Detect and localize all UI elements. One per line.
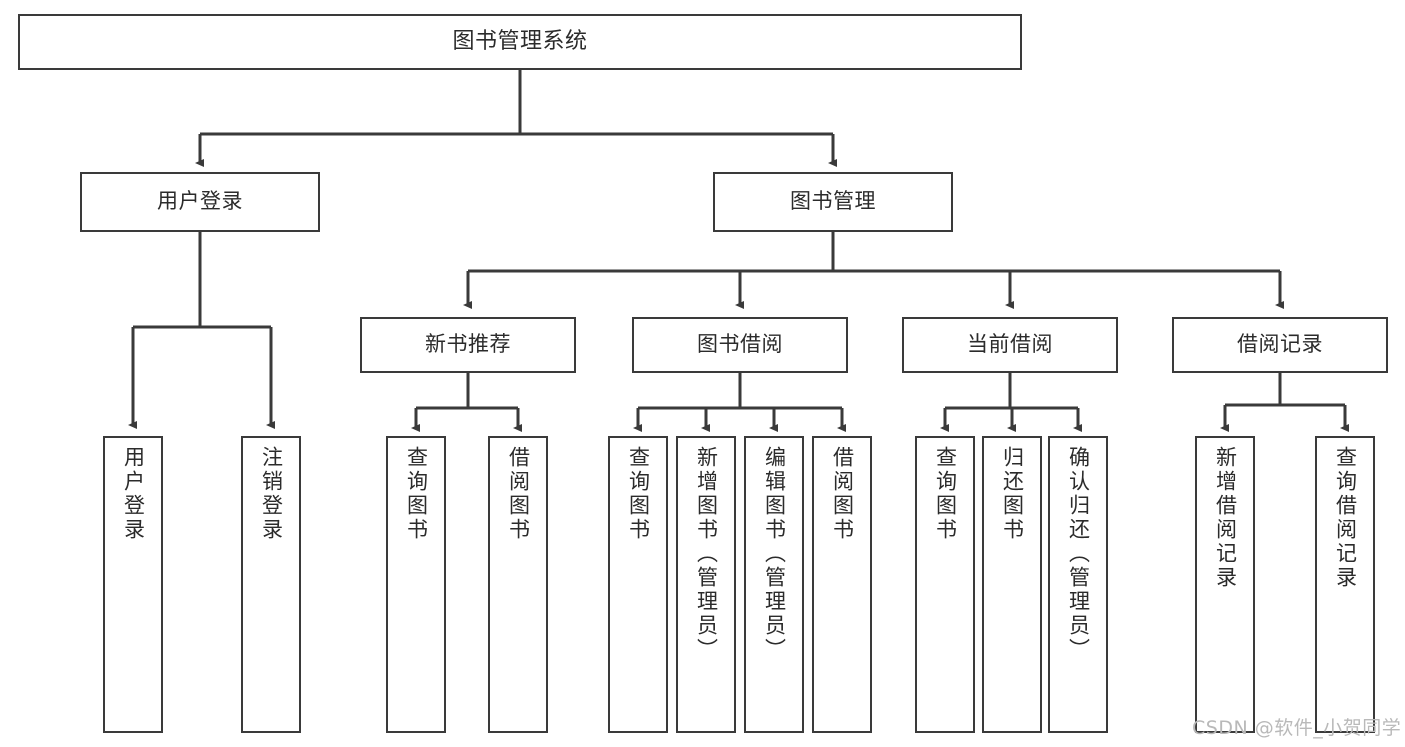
node-user-login[interactable]: 用户登录	[80, 172, 320, 232]
node-book-borrow[interactable]: 图书借阅	[632, 317, 848, 373]
node-current-borrow[interactable]: 当前借阅	[902, 317, 1118, 373]
node-label: 图书管理	[790, 189, 876, 214]
node-leaf-add-book[interactable]: 新增图书（管理员）	[676, 436, 736, 733]
node-book-management[interactable]: 图书管理	[713, 172, 953, 232]
csdn-watermark: CSDN @软件_小贺同学	[1192, 717, 1402, 739]
node-label: 新增借阅记录	[1213, 446, 1238, 590]
node-new-book-recommend[interactable]: 新书推荐	[360, 317, 576, 373]
node-leaf-user-login[interactable]: 用户登录	[103, 436, 163, 733]
node-label: 查询图书	[626, 446, 651, 542]
node-root-system[interactable]: 图书管理系统	[18, 14, 1022, 70]
node-label: 借阅记录	[1237, 332, 1323, 357]
node-label: 新增图书（管理员）	[694, 446, 719, 662]
node-borrow-record[interactable]: 借阅记录	[1172, 317, 1388, 373]
node-leaf-edit-book[interactable]: 编辑图书（管理员）	[744, 436, 804, 733]
node-leaf-confirm-return[interactable]: 确认归还（管理员）	[1048, 436, 1108, 733]
node-leaf-query-book-recommend[interactable]: 查询图书	[386, 436, 446, 733]
node-label: 查询借阅记录	[1333, 446, 1358, 590]
node-label: 借阅图书	[506, 446, 531, 542]
node-label: 用户登录	[121, 446, 146, 542]
node-label: 新书推荐	[425, 332, 511, 357]
node-leaf-query-book-current[interactable]: 查询图书	[915, 436, 975, 733]
node-label: 用户登录	[157, 189, 243, 214]
node-label: 编辑图书（管理员）	[762, 446, 787, 662]
node-label: 查询图书	[933, 446, 958, 542]
node-label: 注销登录	[259, 446, 284, 542]
node-leaf-query-book-borrow[interactable]: 查询图书	[608, 436, 668, 733]
node-leaf-query-borrow-record[interactable]: 查询借阅记录	[1315, 436, 1375, 733]
node-leaf-borrow-book-recommend[interactable]: 借阅图书	[488, 436, 548, 733]
node-label: 当前借阅	[967, 332, 1053, 357]
node-label: 归还图书	[1000, 446, 1025, 542]
node-label: 图书管理系统	[452, 28, 588, 54]
node-label: 确认归还（管理员）	[1066, 446, 1091, 662]
node-leaf-return-book[interactable]: 归还图书	[982, 436, 1042, 733]
node-leaf-add-borrow-record[interactable]: 新增借阅记录	[1195, 436, 1255, 733]
node-label: 借阅图书	[830, 446, 855, 542]
node-label: 图书借阅	[697, 332, 783, 357]
node-leaf-logout-login[interactable]: 注销登录	[241, 436, 301, 733]
node-label: 查询图书	[404, 446, 429, 542]
node-leaf-borrow-book[interactable]: 借阅图书	[812, 436, 872, 733]
